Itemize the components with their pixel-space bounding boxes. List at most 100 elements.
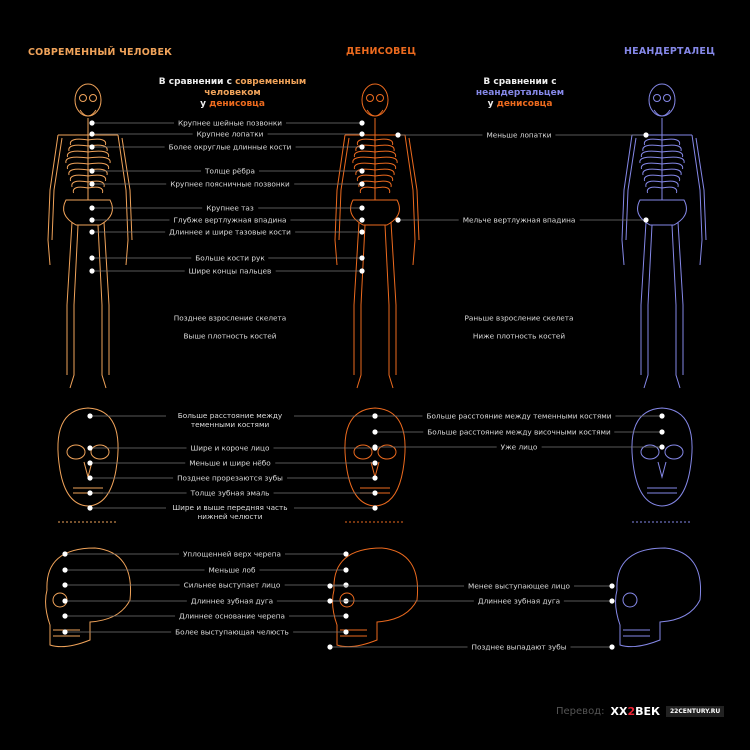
marker-dot	[343, 629, 349, 635]
marker-dot	[359, 217, 365, 223]
annotation-label: Более округлые длинные кости	[164, 142, 296, 152]
marker-dot	[89, 144, 95, 150]
annotation-label: Больше расстояние между теменными костям…	[422, 411, 616, 421]
marker-dot	[89, 181, 95, 187]
marker-dot	[87, 445, 93, 451]
marker-dot	[87, 475, 93, 481]
marker-dot	[359, 229, 365, 235]
annotation-label: Шире и выше передняя часть нижней челюст…	[166, 503, 294, 521]
marker-dot	[359, 144, 365, 150]
annotation-label: Более выступающая челюсть	[171, 627, 293, 637]
annotation-label: Ниже плотность костей	[468, 331, 570, 341]
marker-dot	[343, 567, 349, 573]
marker-dot	[327, 583, 333, 589]
marker-dot	[89, 120, 95, 126]
marker-dot	[359, 268, 365, 274]
marker-dot	[89, 268, 95, 274]
annotation-label: Крупнее лопатки	[192, 129, 268, 139]
marker-dot	[87, 490, 93, 496]
marker-dot	[359, 120, 365, 126]
annotation-label: Больше кости рук	[191, 253, 269, 263]
annotation-label: Позднее выпадают зубы	[467, 642, 571, 652]
marker-dot	[87, 413, 93, 419]
skeleton-neanderthal	[621, 83, 707, 389]
annotation-label: Толще зубная эмаль	[186, 488, 274, 498]
header-denisovan: ДЕНИСОВЕЦ	[346, 46, 417, 57]
marker-dot	[87, 460, 93, 466]
marker-dot	[343, 551, 349, 557]
skeleton-modern	[47, 83, 133, 389]
annotation-label: Шире концы пальцев	[184, 266, 276, 276]
translation-label: Перевод:	[556, 706, 605, 717]
marker-dot	[372, 505, 378, 511]
annotation-label: Крупнее таз	[202, 203, 258, 213]
annotation-label: Раньше взросление скелета	[460, 313, 578, 323]
annotation-label: Больше расстояние между височными костям…	[423, 427, 615, 437]
marker-dot	[372, 490, 378, 496]
marker-dot	[609, 583, 615, 589]
marker-dot	[609, 598, 615, 604]
marker-dot	[372, 444, 378, 450]
marker-dot	[62, 582, 68, 588]
marker-dot	[359, 131, 365, 137]
marker-dot	[359, 205, 365, 211]
annotation-label: Длиннее и шире тазовые кости	[165, 227, 295, 237]
marker-dot	[87, 505, 93, 511]
annotation-label: Уже лицо	[496, 442, 542, 452]
annotation-label: Глубже вертлужная впадина	[169, 215, 291, 225]
marker-dot	[659, 444, 665, 450]
annotation-label: Менее выступающее лицо	[464, 581, 574, 591]
marker-dot	[89, 168, 95, 174]
compare-modern-title: В сравнении с современным человеком у де…	[158, 77, 307, 109]
marker-dot	[327, 598, 333, 604]
marker-dot	[395, 217, 401, 223]
marker-dot	[643, 217, 649, 223]
marker-dot	[89, 255, 95, 261]
marker-dot	[62, 551, 68, 557]
header-neanderthal: НЕАНДЕРТАЛЕЦ	[624, 46, 716, 57]
marker-dot	[89, 217, 95, 223]
skull-side-denisovan	[332, 547, 419, 648]
annotation-label: Сильнее выступает лицо	[179, 580, 285, 590]
marker-dot	[343, 582, 349, 588]
annotation-label: Позднее взросление скелета	[169, 313, 291, 323]
annotation-label: Мельче вертлужная впадина	[458, 215, 580, 225]
marker-dot	[359, 181, 365, 187]
marker-dot	[372, 460, 378, 466]
annotation-label: Выше плотность костей	[179, 331, 281, 341]
annotation-label: Меньше лоб	[204, 565, 260, 575]
annotation-label: Меньше лопатки	[482, 130, 556, 140]
annotation-label: Позднее прорезаются зубы	[173, 473, 287, 483]
marker-dot	[643, 132, 649, 138]
marker-dot	[62, 598, 68, 604]
annotation-label: Длиннее основание черепа	[175, 611, 289, 621]
marker-dot	[395, 132, 401, 138]
marker-dot	[659, 429, 665, 435]
marker-dot	[89, 205, 95, 211]
annotation-label: Крупнее поясничные позвонки	[166, 179, 294, 189]
compare-neanderthal-title: В сравнении с неандертальцем у денисовца	[475, 77, 565, 109]
skull-front-modern	[57, 407, 119, 523]
site-link[interactable]: 22CENTURY.RU	[665, 706, 725, 717]
logo[interactable]: XX2ВЕК	[610, 705, 660, 718]
annotation-label: Уплощенней верх черепа	[178, 549, 286, 559]
annotation-label: Меньше и шире нёбо	[185, 458, 275, 468]
marker-dot	[359, 168, 365, 174]
annotation-label: Шире и короче лицо	[186, 443, 274, 453]
annotation-label: Толще рёбра	[201, 166, 259, 176]
marker-dot	[359, 255, 365, 261]
marker-dot	[89, 131, 95, 137]
marker-dot	[372, 413, 378, 419]
marker-dot	[372, 475, 378, 481]
skull-side-neanderthal	[615, 547, 702, 648]
marker-dot	[609, 644, 615, 650]
skeleton-denisovan	[334, 83, 420, 389]
annotation-label: Длиннее зубная дуга	[473, 596, 565, 606]
marker-dot	[327, 644, 333, 650]
marker-dot	[659, 413, 665, 419]
marker-dot	[89, 229, 95, 235]
marker-dot	[62, 629, 68, 635]
marker-dot	[343, 613, 349, 619]
